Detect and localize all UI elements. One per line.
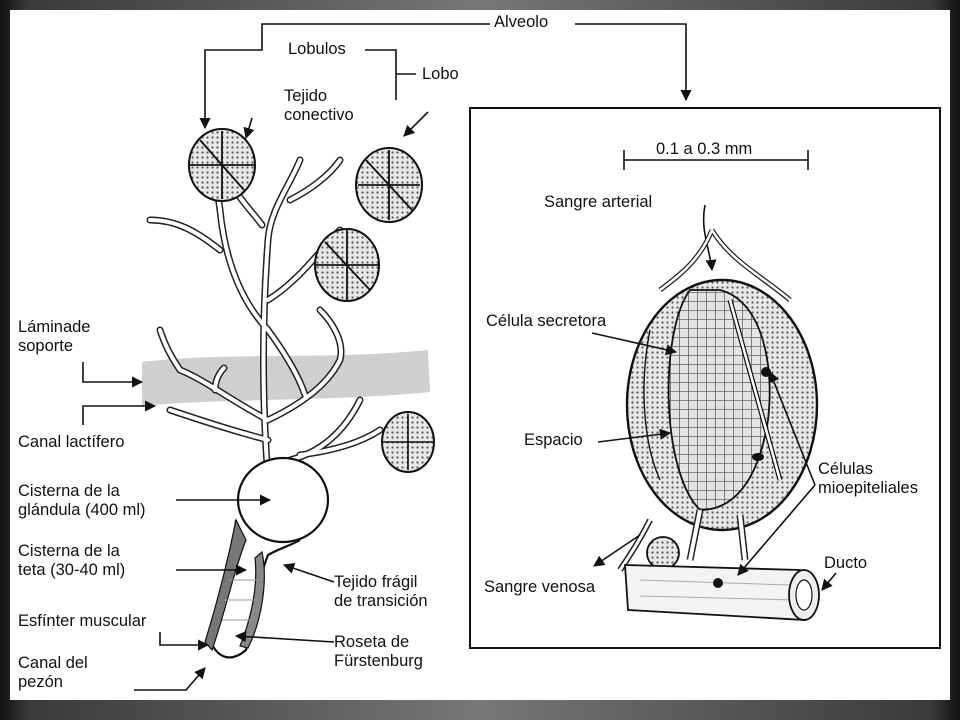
label-tejido-conectivo: Tejido conectivo — [284, 87, 354, 124]
alveolus-illustration — [617, 204, 820, 621]
label-esfinter-muscular: Esfínter muscular — [18, 612, 147, 630]
label-sangre-arterial: Sangre arterial — [544, 193, 653, 211]
label-laminade-soporte: Láminade soporte — [18, 318, 91, 355]
lobule-1 — [188, 128, 256, 202]
udder-alveolus-diagram — [82, 23, 941, 691]
label-cisterna-glandula: Cisterna de la glándula (400 ml) — [18, 482, 146, 519]
panel-arrows — [591, 332, 837, 591]
label-espacio: Espacio — [524, 431, 583, 449]
label-ducto: Ducto — [824, 554, 868, 572]
left-arrows — [82, 111, 429, 691]
lobule-3 — [314, 228, 380, 302]
label-scale: 0.1 a 0.3 mm — [656, 140, 753, 158]
label-sangre-venosa: Sangre venosa — [484, 578, 595, 596]
label-lobulos: Lobulos — [288, 40, 346, 58]
label-roseta: Roseta de Fürstenburg — [334, 633, 423, 670]
scale-bar — [623, 150, 809, 170]
top-brackets — [199, 23, 692, 130]
label-canal-lactifero: Canal lactífero — [18, 433, 125, 451]
label-tejido-fragil: Tejido frágil de transición — [334, 573, 428, 610]
label-alveolo: Alveolo — [494, 13, 549, 31]
label-lobo: Lobo — [422, 65, 459, 83]
label-cisterna-teta: Cisterna de la teta (30-40 ml) — [18, 542, 126, 579]
duct-tree — [146, 156, 384, 482]
label-canal-pezon: Canal del pezón — [18, 654, 88, 691]
lobule-2 — [355, 147, 423, 223]
label-celulas-mioepiteliales: Células mioepiteliales — [818, 460, 918, 497]
lobule-4 — [381, 411, 435, 473]
label-celula-secretora: Célula secretora — [486, 312, 607, 330]
diagram-canvas: Alveolo Lobulos Lobo Tejido conectivo Lá… — [10, 10, 950, 700]
